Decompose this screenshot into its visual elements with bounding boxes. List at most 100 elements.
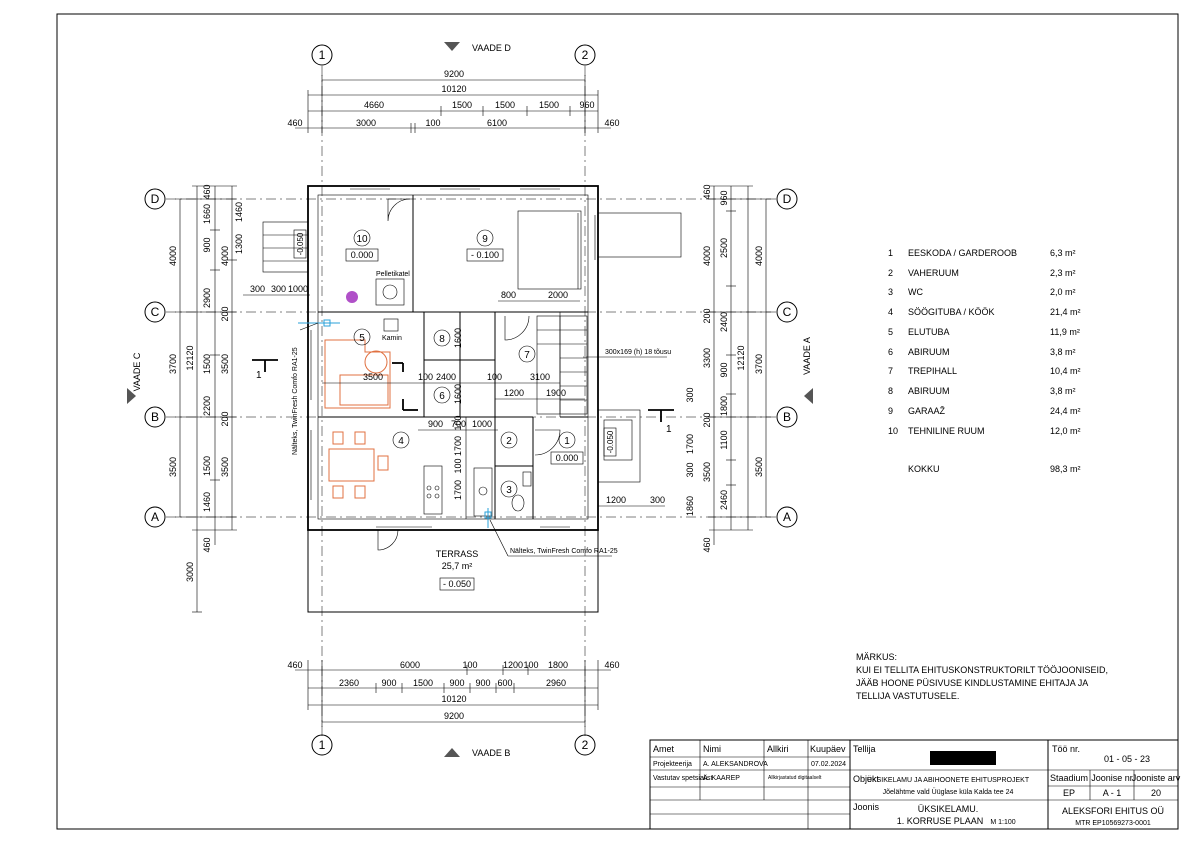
svg-text:4: 4 xyxy=(888,307,893,317)
svg-text:WC: WC xyxy=(908,287,923,297)
svg-text:900: 900 xyxy=(719,362,729,377)
svg-text:3,8 m²: 3,8 m² xyxy=(1050,386,1076,396)
svg-text:Jooniste arv: Jooniste arv xyxy=(1132,773,1181,783)
svg-text:Vastutav spetsialist: Vastutav spetsialist xyxy=(653,775,712,782)
svg-text:100: 100 xyxy=(425,118,440,128)
svg-text:MÄRKUS:: MÄRKUS: xyxy=(856,652,897,662)
svg-text:200: 200 xyxy=(220,306,230,321)
svg-text:900: 900 xyxy=(202,237,212,252)
svg-text:- 0.050: - 0.050 xyxy=(443,579,471,589)
svg-text:Amet: Amet xyxy=(653,744,675,754)
svg-text:1700: 1700 xyxy=(453,480,463,500)
svg-text:Objekt: Objekt xyxy=(853,774,880,784)
stair xyxy=(536,315,588,415)
svg-text:9200: 9200 xyxy=(444,69,464,79)
svg-text:1: 1 xyxy=(319,738,326,752)
svg-text:1200: 1200 xyxy=(503,660,523,670)
svg-text:2400: 2400 xyxy=(719,312,729,332)
svg-text:-0.050: -0.050 xyxy=(296,232,305,255)
svg-text:4000: 4000 xyxy=(168,246,178,266)
svg-text:1500: 1500 xyxy=(202,456,212,476)
grid-bubble-B-right: B xyxy=(776,406,798,428)
svg-text:ELUTUBA: ELUTUBA xyxy=(908,327,950,337)
svg-text:960: 960 xyxy=(579,100,594,110)
svg-text:-0.050: -0.050 xyxy=(606,430,615,453)
svg-text:Nälteks, TwinFresh Comfo RA1-2: Nälteks, TwinFresh Comfo RA1-25 xyxy=(510,548,618,555)
svg-text:24,4 m²: 24,4 m² xyxy=(1050,406,1081,416)
vent-icon-bottom xyxy=(484,508,492,528)
svg-text:1100: 1100 xyxy=(719,430,729,449)
svg-text:KUI EI TELLITA EHITUSKONSTRUKT: KUI EI TELLITA EHITUSKONSTRUKTORILT TÖÖJ… xyxy=(856,665,1108,675)
svg-text:2200: 2200 xyxy=(202,396,212,416)
svg-text:VAADE A: VAADE A xyxy=(802,337,812,375)
svg-text:7: 7 xyxy=(888,366,893,376)
svg-text:TERRASS: TERRASS xyxy=(436,549,479,559)
svg-text:2,0 m²: 2,0 m² xyxy=(1050,287,1076,297)
svg-text:TELLIJA VASTUTUSELE.: TELLIJA VASTUTUSELE. xyxy=(856,691,959,701)
svg-text:100: 100 xyxy=(462,660,477,670)
grid-bubble-B-left: B xyxy=(144,406,166,428)
svg-text:10120: 10120 xyxy=(441,694,466,704)
svg-text:2500: 2500 xyxy=(719,238,729,258)
svg-text:Kamin: Kamin xyxy=(382,335,402,342)
svg-text:A: A xyxy=(783,510,791,524)
svg-text:1700: 1700 xyxy=(453,436,463,456)
svg-text:300: 300 xyxy=(650,495,665,505)
svg-text:TREPIHALL: TREPIHALL xyxy=(908,366,957,376)
view-marker-top: VAADE D xyxy=(444,42,511,53)
svg-text:Joonise nr: Joonise nr xyxy=(1091,773,1133,783)
svg-text:6,3 m²: 6,3 m² xyxy=(1050,248,1076,258)
svg-text:5: 5 xyxy=(888,327,893,337)
svg-text:VAADE C: VAADE C xyxy=(132,352,142,391)
svg-text:EESKODA / GARDEROOB: EESKODA / GARDEROOB xyxy=(908,248,1017,258)
svg-text:20: 20 xyxy=(1151,788,1161,798)
svg-text:10: 10 xyxy=(888,426,898,436)
grid-bubble-1-bottom: 1 xyxy=(311,734,333,756)
svg-text:300: 300 xyxy=(250,284,265,294)
svg-text:9: 9 xyxy=(888,406,893,416)
svg-text:460: 460 xyxy=(287,118,302,128)
svg-text:Allkirjastatud digitaalselt: Allkirjastatud digitaalselt xyxy=(768,775,822,781)
windows xyxy=(310,188,596,528)
room-8: 8 xyxy=(433,329,451,347)
tank-icon xyxy=(346,291,358,303)
svg-text:C: C xyxy=(783,305,792,319)
grid-bubble-1-top: 1 xyxy=(311,44,333,66)
svg-text:1460: 1460 xyxy=(202,492,212,512)
svg-text:1500: 1500 xyxy=(413,678,433,688)
view-marker-bottom: VAADE B xyxy=(444,748,510,758)
svg-text:JÄÄB HOONE PÜSIVUSE KINDLUSTAM: JÄÄB HOONE PÜSIVUSE KINDLUSTAMINE EHITAJ… xyxy=(856,678,1088,688)
svg-text:460: 460 xyxy=(702,537,712,552)
svg-text:460: 460 xyxy=(702,184,712,199)
svg-text:900: 900 xyxy=(449,678,464,688)
wc-fixtures xyxy=(511,471,532,512)
svg-text:200: 200 xyxy=(702,412,712,427)
view-marker-left: VAADE C xyxy=(127,352,142,404)
grid-bubble-A-right: A xyxy=(776,506,798,528)
svg-text:Nälteks, TwinFresh Comfo RA1-2: Nälteks, TwinFresh Comfo RA1-25 xyxy=(292,347,299,455)
room-7: 7 xyxy=(518,345,536,363)
boiler-icon xyxy=(382,284,398,300)
svg-text:460: 460 xyxy=(202,184,212,199)
room-1: 1 0.000 xyxy=(550,431,584,465)
dining-table xyxy=(328,431,389,499)
svg-text:1600: 1600 xyxy=(453,328,463,348)
svg-text:TEHNILINE RUUM: TEHNILINE RUUM xyxy=(908,426,985,436)
svg-text:1. KORRUSE PLAAN: 1. KORRUSE PLAAN xyxy=(897,816,984,826)
svg-text:1860: 1860 xyxy=(685,496,695,516)
svg-text:1800: 1800 xyxy=(548,660,568,670)
title-block: Amet Nimi Allkiri Kuupäev Projekteerija … xyxy=(649,739,1181,830)
svg-text:25,7 m²: 25,7 m² xyxy=(442,561,473,571)
svg-text:100: 100 xyxy=(453,458,463,473)
dims-top-text: 9200 10120 4660 1500 1500 1500 960 460 3… xyxy=(287,69,619,128)
dims-right xyxy=(708,185,771,545)
svg-text:12120: 12120 xyxy=(736,345,746,370)
room-10: 10 0.000 xyxy=(345,229,379,262)
svg-text:100: 100 xyxy=(523,660,538,670)
svg-text:460: 460 xyxy=(604,118,619,128)
